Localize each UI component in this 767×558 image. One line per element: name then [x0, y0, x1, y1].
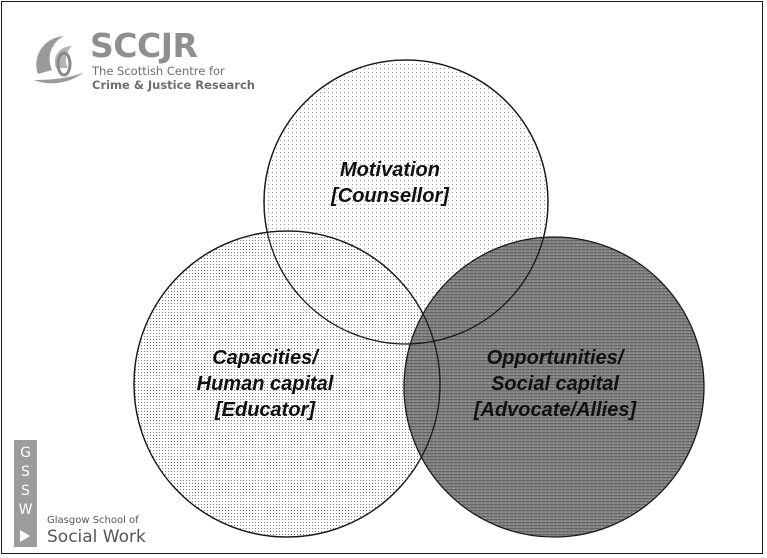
sccjr-subtitle-line2: Crime & Justice Research — [92, 78, 255, 92]
gssw-name-line1: Glasgow School of — [47, 515, 139, 526]
motivation-label: Motivation [Counsellor] — [290, 157, 490, 209]
motivation-title: Motivation — [340, 159, 440, 181]
gssw-letter: G — [20, 445, 31, 461]
opportunities-role: [Advocate/Allies] — [473, 399, 637, 421]
opportunities-subtitle: Social capital — [491, 373, 619, 395]
gssw-logo: G S S W Glasgow School of Social Work — [14, 440, 154, 550]
sccjr-subtitle-line1: The Scottish Centre for — [92, 64, 225, 78]
sccjr-logo: SCCJR The Scottish Centre for Crime & Ju… — [30, 28, 260, 108]
circle-capacities-outline — [133, 230, 441, 538]
gssw-letter: S — [21, 464, 30, 480]
gssw-letter: W — [18, 502, 33, 518]
capacities-subtitle: Human capital — [196, 373, 334, 395]
capacities-title: Capacities/ — [212, 347, 318, 369]
swirl-logo-icon — [34, 36, 84, 84]
gssw-letter: S — [21, 483, 30, 499]
circle-motivation-outline — [263, 59, 549, 345]
gssw-bar: G S S W — [14, 440, 37, 547]
circle-opportunities — [403, 236, 705, 538]
motivation-role: [Counsellor] — [331, 185, 449, 207]
capacities-label: Capacities/ Human capital [Educator] — [180, 345, 350, 423]
opportunities-label: Opportunities/ Social capital [Advocate/… — [445, 345, 665, 423]
sccjr-acronym: SCCJR — [90, 26, 198, 65]
gssw-name-line2: Social Work — [47, 527, 146, 547]
opportunities-title: Opportunities/ — [486, 347, 624, 369]
capacities-role: [Educator] — [215, 399, 315, 421]
arrow-right-icon — [20, 530, 30, 542]
